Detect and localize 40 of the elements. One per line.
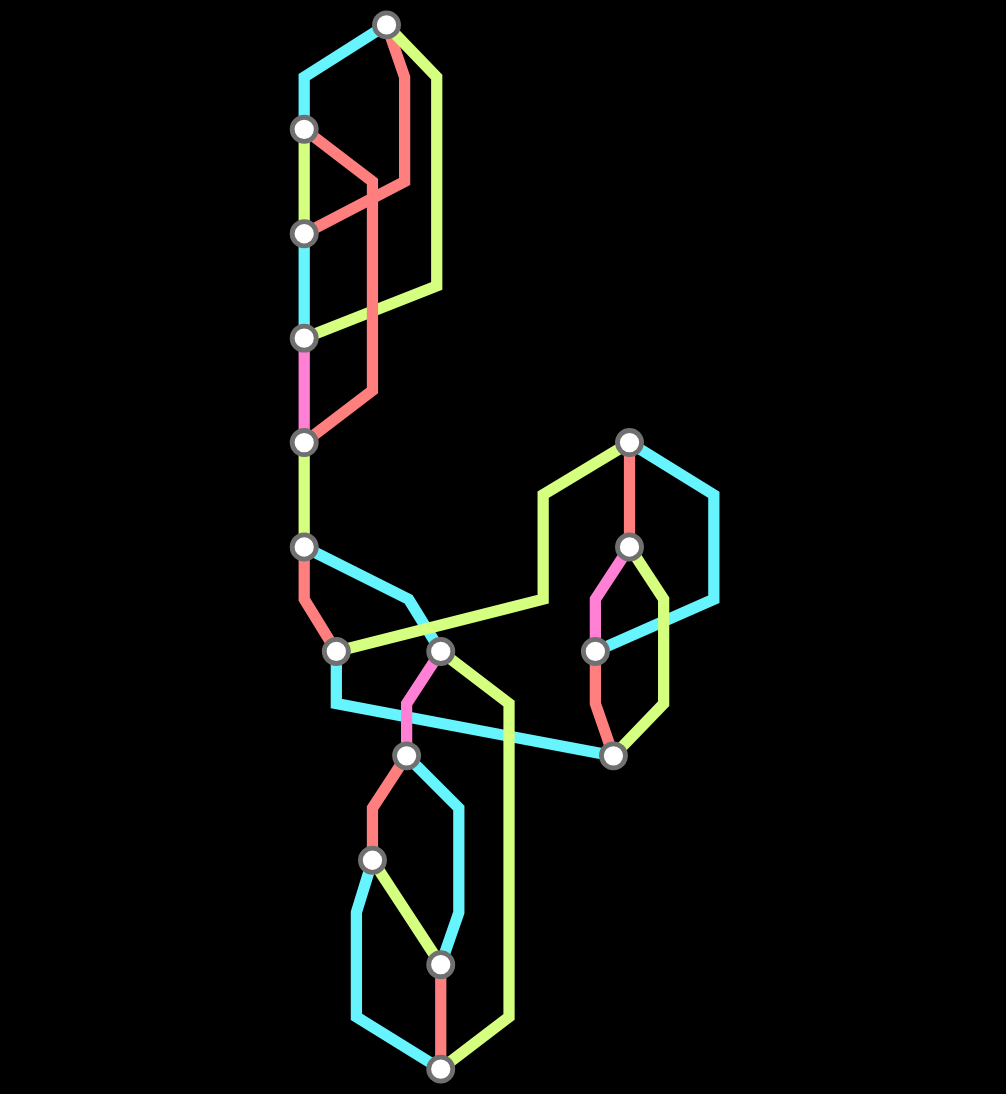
connector <box>346 444 623 654</box>
node-circle <box>426 1054 456 1084</box>
connector <box>313 29 443 339</box>
connector <box>298 350 310 431</box>
node-circle <box>426 950 456 980</box>
connector <box>298 26 380 118</box>
connector <box>312 547 440 645</box>
node-circle <box>289 219 319 249</box>
connector <box>435 976 447 1058</box>
connector <box>366 762 405 849</box>
connector <box>312 34 411 234</box>
connector <box>401 658 439 744</box>
connector <box>350 870 434 1068</box>
node-circle <box>615 532 644 562</box>
node-circle <box>372 10 401 40</box>
connector <box>310 132 379 440</box>
connector <box>374 867 439 958</box>
node-circle <box>289 323 319 353</box>
connector <box>623 454 636 535</box>
node-circle <box>580 636 610 666</box>
node-circle <box>426 636 456 666</box>
connector <box>604 444 720 652</box>
node-circle <box>358 845 387 875</box>
node-circle <box>289 428 319 458</box>
connector <box>298 245 310 327</box>
connector <box>298 141 310 222</box>
connector <box>617 554 670 752</box>
connector <box>298 454 310 535</box>
node-circle <box>392 741 422 771</box>
node-circle <box>321 636 351 666</box>
node-circle <box>289 532 319 562</box>
connector <box>298 559 335 645</box>
connector <box>589 554 628 640</box>
node-circle <box>599 741 628 771</box>
node-circle <box>289 114 319 144</box>
node-circle <box>615 428 644 458</box>
connector <box>446 654 515 1067</box>
connector <box>330 663 603 760</box>
connector <box>411 760 465 956</box>
connector <box>589 663 615 747</box>
